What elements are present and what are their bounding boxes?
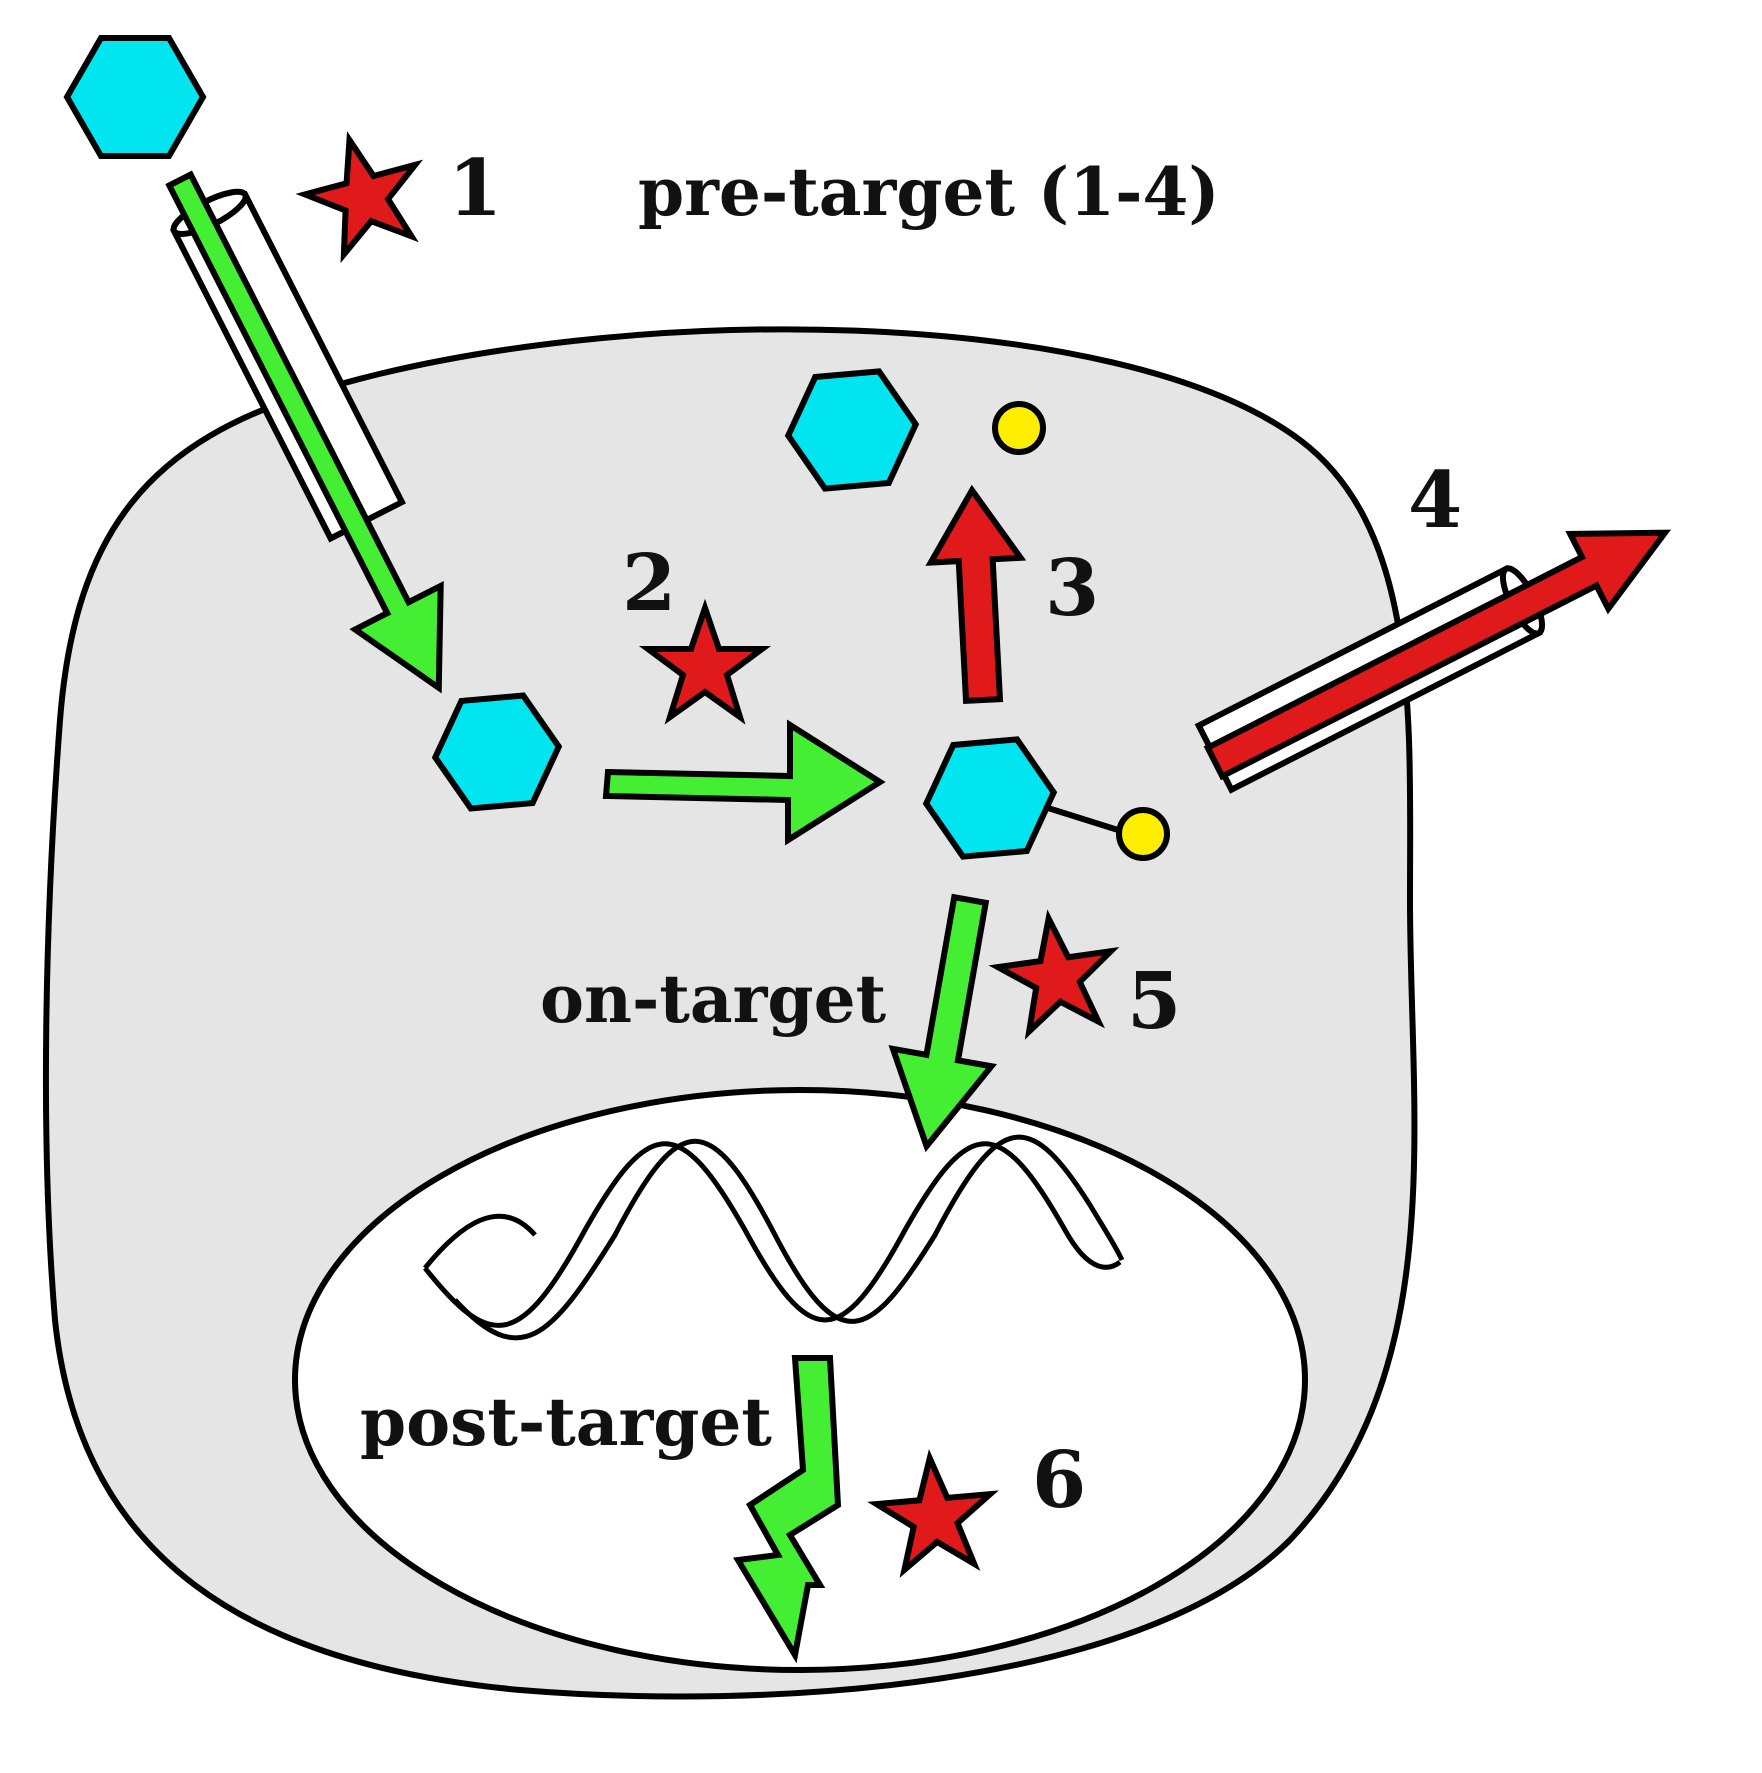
label-5: 5 <box>1127 956 1181 1047</box>
star-6 <box>867 1448 999 1578</box>
label-1: 1 <box>448 143 502 234</box>
metabolite-attached <box>1116 807 1170 861</box>
label-6: 6 <box>1032 1435 1086 1526</box>
green-arrow-entry <box>165 170 444 694</box>
green-zigzag-arrow <box>733 1355 842 1664</box>
metabolite-bond <box>1047 805 1119 833</box>
label-post-target: post-target <box>360 1383 772 1461</box>
red-arrow-efflux <box>1203 529 1671 781</box>
drug-molecule-outside <box>63 35 207 159</box>
drug-molecule-cytoplasm <box>431 692 563 812</box>
star-5 <box>988 909 1120 1040</box>
dna-helix <box>423 1134 1125 1341</box>
label-2: 2 <box>622 538 676 629</box>
green-arrow-to-nucleus <box>888 893 997 1153</box>
drug-molecule-released <box>784 368 920 492</box>
star-2 <box>638 598 772 725</box>
label-3: 3 <box>1045 543 1099 634</box>
label-pre-target: pre-target (1-4) <box>638 153 1220 231</box>
green-arrow-activation <box>602 719 886 846</box>
label-4: 4 <box>1408 455 1462 546</box>
label-on-target: on-target <box>540 960 887 1038</box>
drug-molecule-activated <box>922 736 1058 860</box>
metabolite-released <box>992 401 1046 455</box>
red-arrow-inactivation <box>925 484 1027 705</box>
star-1 <box>295 131 424 264</box>
